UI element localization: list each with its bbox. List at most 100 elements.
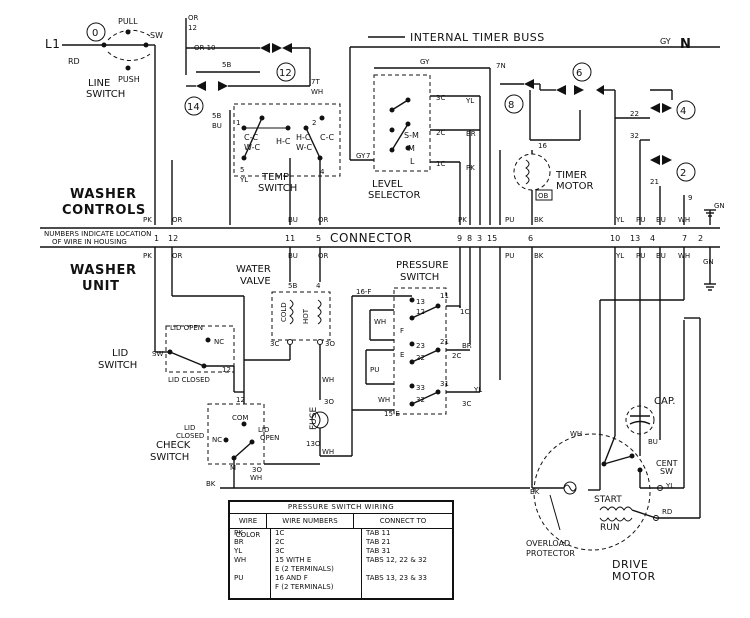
svg-text:PU: PU: [505, 252, 514, 260]
svg-text:13: 13: [416, 298, 425, 306]
water-valve: WATER VALVE 5B 4 COLD HOT 3C 3O: [236, 264, 335, 348]
washer-unit-label: WASHER: [70, 263, 137, 278]
svg-text:5B: 5B: [212, 112, 221, 120]
svg-text:SW: SW: [660, 467, 673, 476]
svg-text:PU: PU: [505, 216, 514, 224]
svg-text:OR: OR: [318, 252, 329, 260]
svg-text:PULL: PULL: [118, 17, 138, 26]
svg-text:SW: SW: [152, 350, 163, 358]
svg-text:BU: BU: [656, 252, 666, 260]
internal-timer-buss-label: INTERNAL TIMER BUSS: [410, 31, 545, 44]
svg-text:1C: 1C: [436, 160, 445, 168]
svg-text:BK: BK: [534, 216, 544, 224]
table-row: WH: [234, 556, 247, 564]
svg-text:WH: WH: [678, 216, 690, 224]
svg-text:4: 4: [316, 282, 321, 290]
svg-text:COLD: COLD: [280, 302, 288, 322]
svg-text:BR: BR: [466, 130, 476, 138]
svg-text:BU: BU: [212, 122, 222, 130]
svg-text:BK: BK: [206, 480, 216, 488]
timer-circle-6: 6: [576, 68, 582, 79]
check-switch: 12 LID CLOSED LID OPEN NC COM M 3O WH CH…: [150, 396, 279, 488]
svg-text:7: 7: [682, 234, 687, 243]
svg-text:5B: 5B: [288, 282, 297, 290]
svg-text:RD: RD: [662, 508, 672, 516]
line-switch: 0 PULL PUSH SW LINE SWITCH: [86, 17, 163, 100]
svg-text:C-C: C-C: [320, 133, 334, 142]
svg-text:RUN: RUN: [600, 523, 620, 533]
svg-text:21: 21: [650, 178, 659, 186]
svg-text:3O: 3O: [324, 398, 334, 406]
svg-text:5: 5: [240, 166, 244, 174]
svg-text:PU: PU: [370, 366, 379, 374]
drive-motor: WH BU YL RD BK START RUN CENT SW DRIVE M…: [530, 430, 678, 583]
level-selector: GY 7 GY S-M M L 3C YL 2C BR 1C PK LEVEL …: [350, 58, 490, 201]
timer-circle-14: 14: [187, 102, 200, 113]
svg-text:YL: YL: [615, 252, 624, 260]
svg-text:YL: YL: [473, 386, 482, 394]
temp-switch-label: TEMP: [261, 172, 289, 183]
svg-text:YL: YL: [239, 176, 248, 184]
svg-text:M: M: [408, 144, 415, 153]
level-selector-label: LEVEL: [372, 179, 403, 190]
fuse-label: FUSE: [309, 407, 319, 430]
line-in-label: L1: [45, 37, 61, 51]
svg-text:GY: GY: [420, 58, 430, 66]
svg-text:SWITCH: SWITCH: [258, 183, 297, 194]
svg-text:NUMBERS INDICATE LOCATION: NUMBERS INDICATE LOCATION: [44, 230, 151, 238]
svg-text:11: 11: [440, 292, 449, 300]
svg-text:YL: YL: [615, 216, 624, 224]
svg-text:C-C: C-C: [244, 133, 258, 142]
water-valve-label: WATER: [236, 264, 271, 275]
svg-text:WH: WH: [322, 448, 334, 456]
svg-text:OR: OR: [188, 14, 199, 22]
svg-text:12: 12: [236, 396, 245, 404]
svg-text:23: 23: [416, 342, 425, 350]
svg-text:E: E: [400, 351, 404, 359]
svg-text:GY: GY: [660, 37, 671, 46]
svg-text:H-C: H-C: [296, 133, 311, 142]
timer-contacts-12-14: OR 12 OR 10 12 5B 7T WH 14: [184, 14, 323, 116]
svg-text:COM: COM: [232, 414, 248, 422]
svg-text:3C: 3C: [436, 94, 445, 102]
check-switch-label: CHECK: [156, 440, 191, 451]
lid-switch: LID OPEN LID CLOSED SW NC 12 LID SWITCH: [98, 324, 235, 384]
svg-text:F: F: [400, 327, 404, 335]
lid-switch-label: LID: [112, 348, 129, 359]
svg-text:PROTECTOR: PROTECTOR: [526, 549, 575, 558]
svg-text:NC: NC: [214, 338, 224, 346]
svg-text:1: 1: [154, 234, 159, 243]
svg-text:9: 9: [688, 194, 692, 202]
svg-text:7: 7: [366, 152, 370, 160]
svg-text:BU: BU: [288, 216, 298, 224]
svg-text:16: 16: [538, 142, 547, 150]
connector-label: CONNECTOR: [330, 231, 412, 245]
capacitor-label: CAP.: [654, 396, 675, 407]
svg-text:PK: PK: [143, 252, 152, 260]
svg-text:2C: 2C: [436, 129, 445, 137]
svg-text:12: 12: [416, 308, 425, 316]
svg-text:LID: LID: [258, 426, 269, 434]
svg-text:BK: BK: [530, 488, 540, 496]
svg-text:W-C: W-C: [244, 143, 260, 152]
svg-text:SWITCH: SWITCH: [400, 272, 439, 283]
svg-text:BK: BK: [534, 252, 544, 260]
svg-text:CENT: CENT: [656, 459, 678, 468]
svg-text:BR: BR: [462, 342, 472, 350]
line-switch-label: LINE: [88, 78, 110, 89]
svg-text:WH: WH: [374, 318, 386, 326]
table-title: PRESSURE SWITCH WIRING: [230, 502, 452, 514]
svg-text:22: 22: [630, 110, 639, 118]
svg-text:L: L: [410, 157, 415, 166]
svg-text:H-C: H-C: [276, 137, 291, 146]
svg-text:VALVE: VALVE: [240, 276, 271, 287]
svg-text:12: 12: [188, 24, 197, 32]
svg-text:7N: 7N: [496, 62, 506, 70]
table-row: YL: [234, 547, 243, 555]
svg-text:YL: YL: [665, 482, 674, 490]
svg-text:2: 2: [312, 119, 316, 127]
svg-text:3O: 3O: [325, 340, 335, 348]
timer-circle-4: 4: [680, 106, 686, 117]
svg-text:OR: OR: [172, 252, 183, 260]
